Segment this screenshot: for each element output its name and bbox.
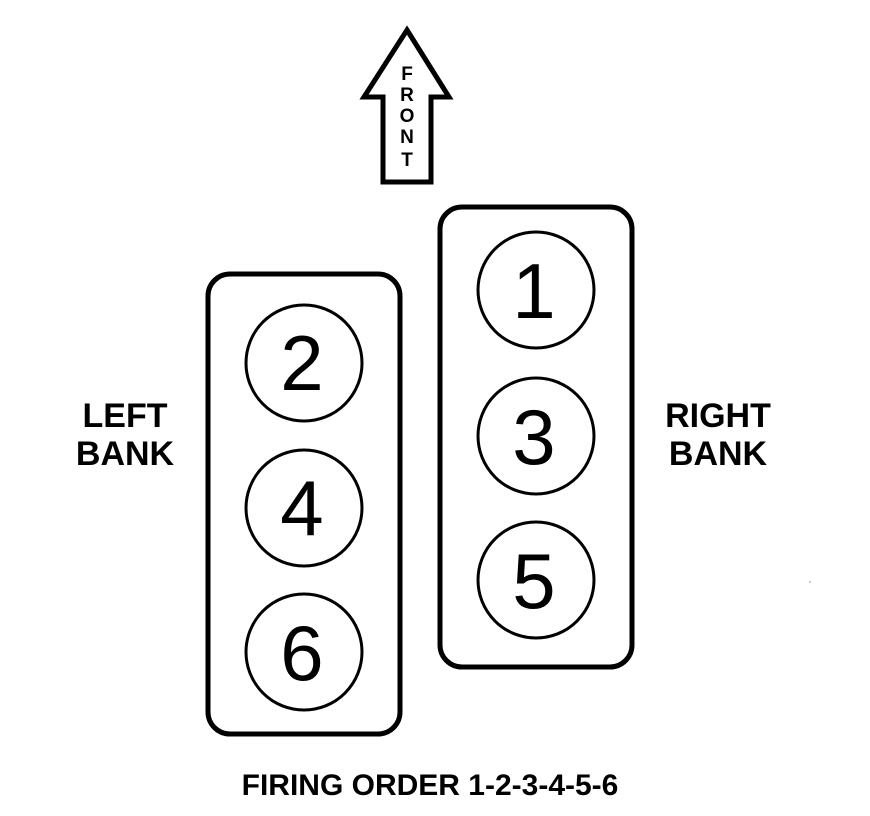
front-arrow: F R O N T: [359, 25, 454, 185]
cylinder-number: 5: [512, 537, 555, 625]
firing-order-caption: FIRING ORDER 1-2-3-4-5-6: [241, 769, 619, 802]
cylinder-number: 1: [512, 247, 555, 335]
front-letter: O: [400, 106, 415, 127]
left-bank-label-line2: BANK: [75, 435, 175, 473]
right-bank: 1 3 5: [437, 204, 635, 670]
right-bank-label-line1: RIGHT: [665, 397, 771, 435]
left-bank-label-line1: LEFT: [82, 397, 168, 435]
cylinder-number: 3: [512, 393, 555, 481]
right-bank-label-line2: BANK: [668, 435, 768, 473]
cylinder-2: 2: [244, 303, 364, 423]
left-bank-label: LEFT BANK: [70, 397, 180, 473]
front-arrow-icon: [359, 25, 454, 185]
cylinder-number: 6: [280, 609, 323, 697]
right-bank-label: RIGHT BANK: [658, 397, 778, 473]
front-letter: F: [401, 64, 413, 85]
left-bank: 2 4 6: [205, 271, 403, 737]
cylinder-number: 2: [280, 319, 323, 407]
front-letter: N: [400, 127, 414, 148]
front-letter: R: [400, 85, 414, 106]
cylinder-number: 4: [280, 464, 323, 552]
cylinder-1: 1: [476, 230, 596, 350]
cylinder-6: 6: [244, 592, 364, 712]
cylinder-5: 5: [476, 520, 596, 640]
cylinder-3: 3: [476, 376, 596, 496]
artifact-dot: [809, 581, 811, 583]
right-bank-block: [437, 204, 635, 670]
cylinder-4: 4: [244, 448, 364, 568]
front-letter: T: [401, 150, 413, 171]
left-bank-block: [205, 271, 403, 737]
